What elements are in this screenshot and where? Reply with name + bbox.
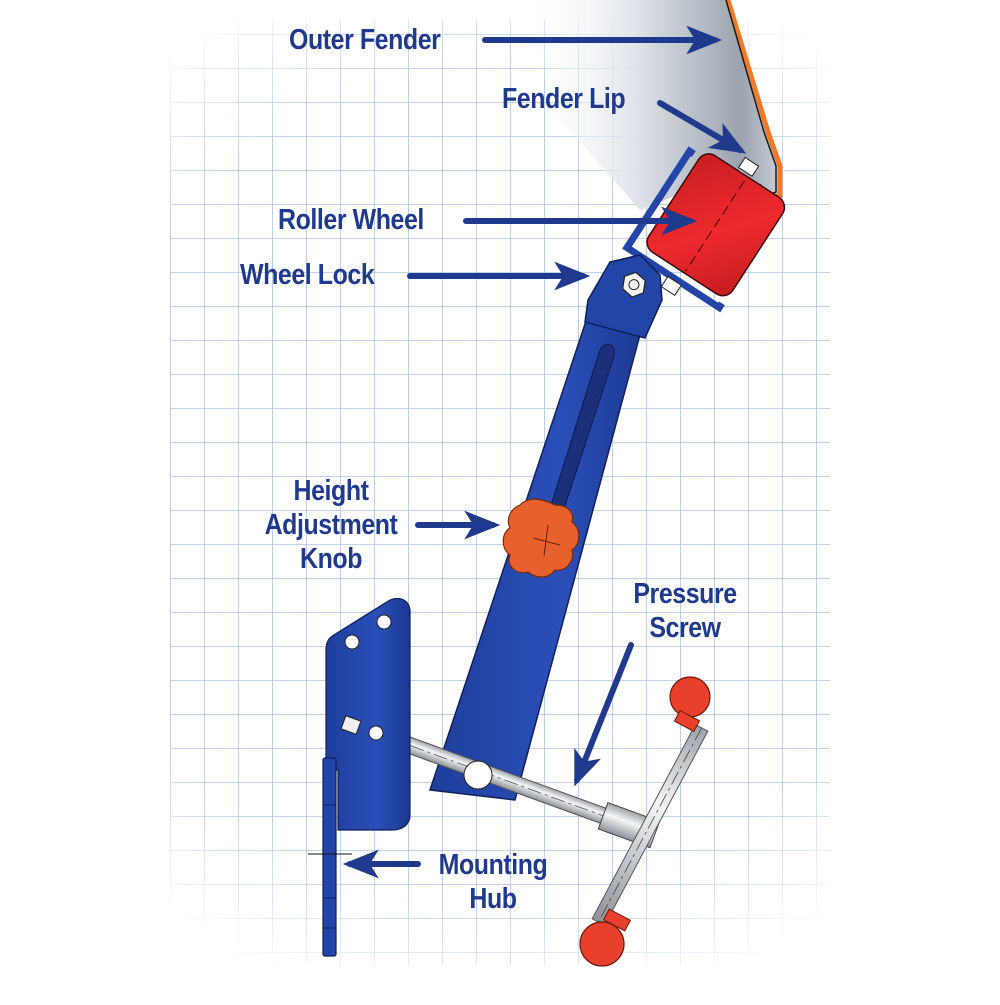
label-line: Screw [649, 612, 721, 644]
label-pressure-screw: Pressure Screw [610, 577, 760, 645]
mounting-bracket [325, 597, 411, 831]
label-roller-wheel: Roller Wheel [278, 204, 424, 236]
label-line: Mounting [438, 849, 548, 881]
arrow-fender-lip [657, 100, 747, 154]
label-line: Height [293, 475, 369, 507]
label-line: Pressure [633, 578, 737, 610]
label-line: Hub [469, 883, 517, 915]
label-outer-fender: Outer Fender [289, 24, 441, 56]
mounting-hub-plate [308, 757, 352, 957]
label-wheel-lock: Wheel Lock [240, 259, 375, 291]
label-line: Adjustment [264, 509, 398, 541]
arrow-pressure-screw [574, 642, 634, 787]
height-adjustment-knob-shape [502, 498, 580, 578]
arm-pivot-hole [463, 760, 493, 790]
label-mounting-hub: Mounting Hub [418, 848, 568, 916]
t-handle [579, 676, 711, 967]
label-fender-lip: Fender Lip [502, 83, 626, 115]
callout-arrows [342, 25, 747, 879]
roller-assembly [622, 146, 786, 313]
label-line: Knob [299, 543, 363, 575]
label-height-adjustment-knob: Height Adjustment Knob [236, 474, 426, 576]
wheel-lock-nut [622, 271, 646, 298]
